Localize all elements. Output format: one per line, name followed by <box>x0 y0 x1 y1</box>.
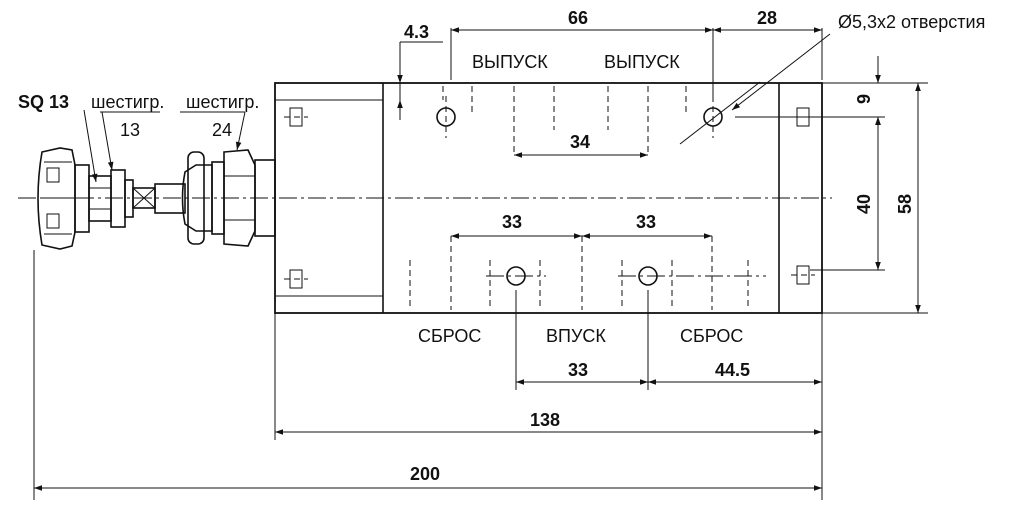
dim-28: 28 <box>757 8 777 28</box>
dim-44-5: 44.5 <box>715 360 750 380</box>
label-hex-small-size: 13 <box>120 120 140 140</box>
upper-ports <box>436 86 723 156</box>
hex-nut-24 <box>181 149 276 247</box>
label-hex-large-size: 24 <box>212 120 232 140</box>
dim-33-upper-left: 33 <box>502 212 522 232</box>
dim-33-lower: 33 <box>568 360 588 380</box>
dim-138: 138 <box>530 410 560 430</box>
lower-ports <box>409 236 766 310</box>
label-hex-large: шестигр. <box>186 92 259 112</box>
dim-40: 40 <box>854 194 874 214</box>
dim-4-3: 4.3 <box>404 22 429 42</box>
label-reset-left: СБРОС <box>418 326 481 346</box>
dim-200: 200 <box>410 464 440 484</box>
dim-33-upper-right: 33 <box>636 212 656 232</box>
label-exhaust-left: ВЫПУСК <box>472 52 548 72</box>
dim-66: 66 <box>568 8 588 28</box>
label-reset-right: СБРОС <box>680 326 743 346</box>
dim-34: 34 <box>570 132 590 152</box>
label-inlet: ВПУСК <box>546 326 606 346</box>
label-hex-small: шестигр. <box>91 92 164 112</box>
label-exhaust-right: ВЫПУСК <box>604 52 680 72</box>
label-sq: SQ 13 <box>18 92 69 112</box>
knob-actuator <box>37 147 186 250</box>
dim-9: 9 <box>854 94 874 104</box>
dimension-lines <box>33 27 928 500</box>
valve-body <box>18 82 832 314</box>
dim-58: 58 <box>895 194 915 214</box>
hole-note: Ø5,3x2 отверстия <box>838 12 985 32</box>
